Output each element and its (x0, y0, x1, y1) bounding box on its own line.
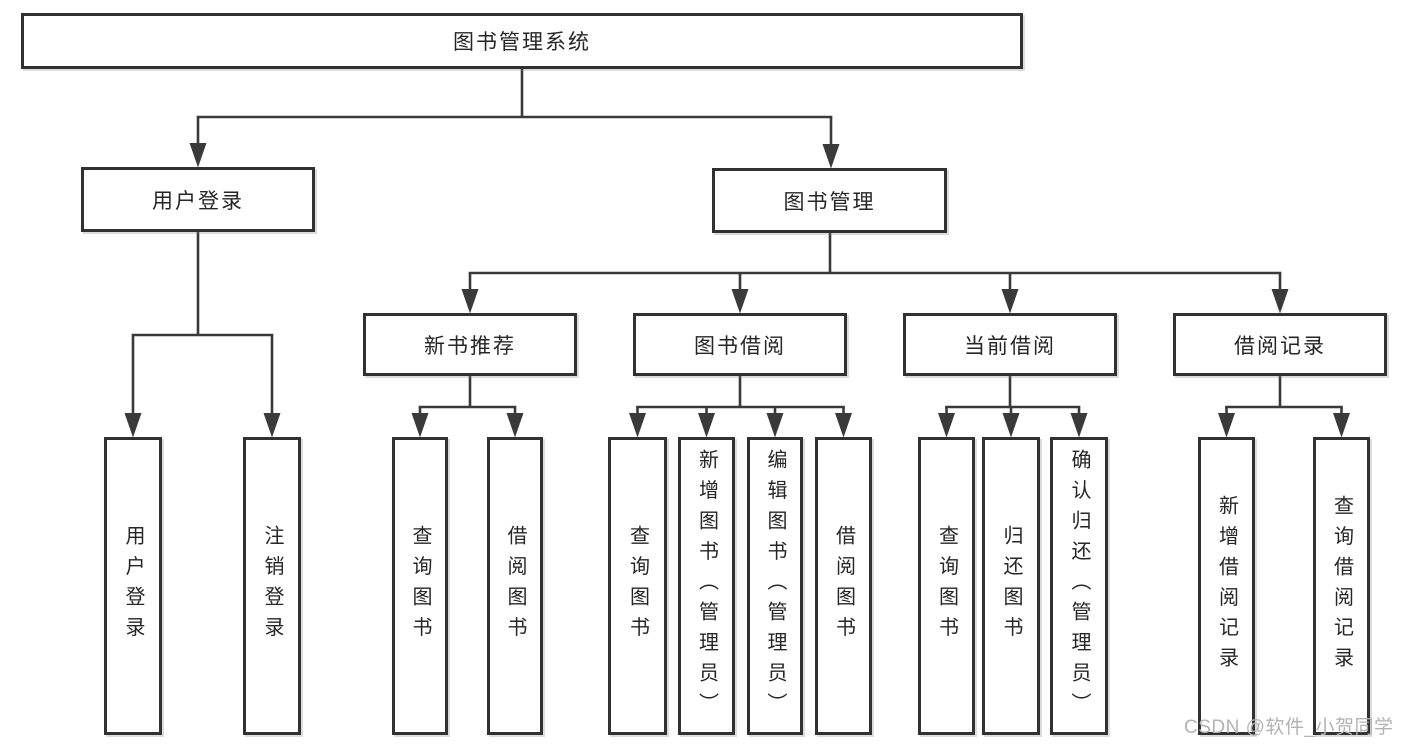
connector-user-login-children (124, 232, 281, 438)
leaf-label: 新增图书（管理员） (695, 449, 718, 723)
leaf-return-books: 归还图书 (982, 437, 1040, 735)
leaf-confirm-return-admin: 确认归还（管理员） (1050, 437, 1108, 735)
leaf-label: 查询借阅记录 (1330, 494, 1353, 678)
leaf-query-books-current: 查询图书 (918, 437, 975, 735)
leaf-label: 新增借阅记录 (1215, 494, 1238, 678)
leaf-logout: 注销登录 (243, 437, 301, 735)
node-current-borrowing: 当前借阅 (903, 313, 1117, 376)
node-book-management: 图书管理 (712, 168, 947, 233)
leaf-query-books-recommend: 查询图书 (392, 437, 448, 735)
node-library-system: 图书管理系统 (21, 13, 1023, 69)
leaf-label: 注销登录 (261, 525, 283, 647)
leaf-label: 查询图书 (935, 525, 958, 647)
connector-borrow-children (629, 376, 852, 438)
connector-records-children (1218, 376, 1350, 438)
leaf-label: 借阅图书 (504, 525, 526, 647)
leaf-label: 用户登录 (122, 525, 144, 647)
leaf-borrow-books: 借阅图书 (815, 437, 872, 735)
connector-book-mgmt-to-sections (461, 233, 1289, 314)
leaf-label: 查询图书 (409, 525, 431, 647)
leaf-query-borrow-record: 查询借阅记录 (1313, 437, 1370, 735)
leaf-label: 编辑图书（管理员） (764, 449, 786, 723)
connector-root-to-level2 (189, 69, 840, 169)
leaf-add-books-admin: 新增图书（管理员） (678, 437, 735, 735)
csdn-watermark: CSDN @软件_小贺同学 (1184, 717, 1394, 738)
node-borrowing-records: 借阅记录 (1173, 313, 1387, 376)
node-user-login: 用户登录 (81, 167, 315, 232)
leaf-label: 借阅图书 (832, 525, 855, 647)
leaf-edit-books-admin: 编辑图书（管理员） (747, 437, 803, 735)
node-new-book-recommendation: 新书推荐 (363, 313, 577, 376)
leaf-borrow-books-recommend: 借阅图书 (487, 437, 543, 735)
leaf-user-login: 用户登录 (104, 437, 162, 735)
node-book-borrowing: 图书借阅 (633, 313, 847, 376)
connector-recommend-children (411, 376, 524, 438)
leaf-query-books-borrow: 查询图书 (608, 437, 667, 735)
leaf-label: 查询图书 (626, 525, 649, 647)
leaf-label: 归还图书 (1000, 525, 1022, 647)
leaf-add-borrow-record: 新增借阅记录 (1198, 437, 1255, 735)
leaf-label: 确认归还（管理员） (1068, 449, 1090, 723)
connector-current-children (938, 376, 1088, 438)
